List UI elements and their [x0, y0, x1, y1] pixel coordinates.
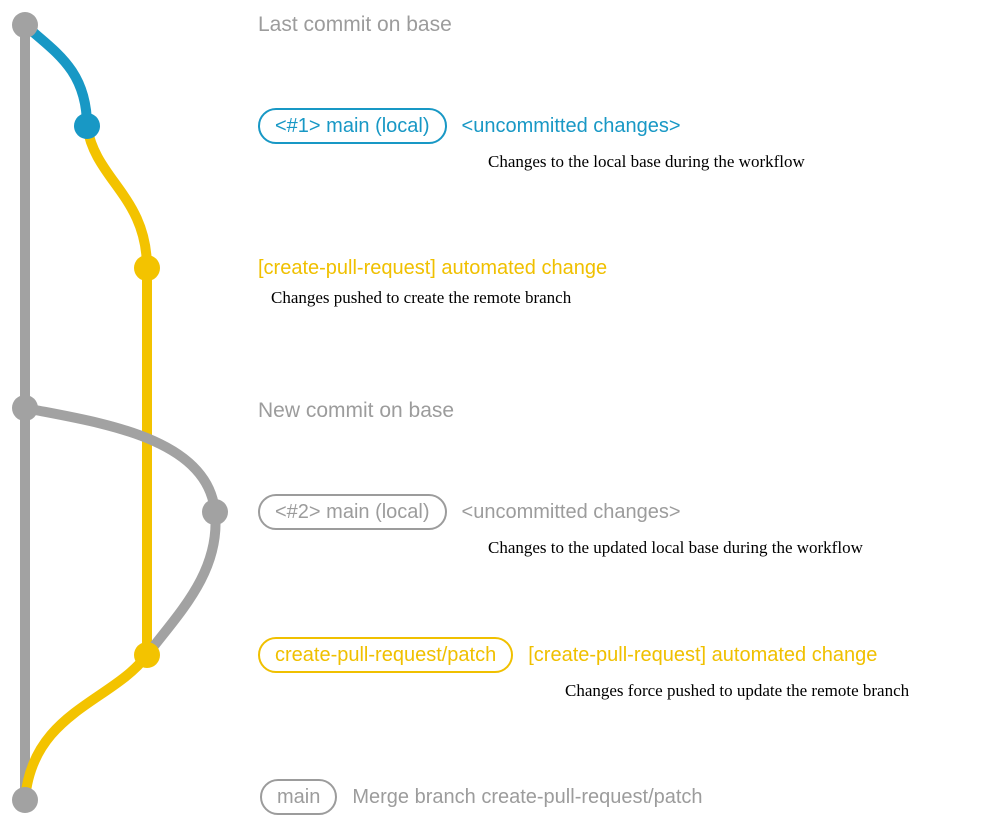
- local-branch-line-2-in: [142, 507, 221, 660]
- local-branch-line-2-out: [20, 403, 220, 517]
- caption-automated-2: Changes force pushed to update the remot…: [565, 681, 910, 700]
- row-automated-change-2: create-pull-request/patch [create-pull-r…: [258, 637, 909, 701]
- caption-local-changes-2: Changes to the updated local base during…: [488, 538, 863, 557]
- row-merge-commit: main Merge branch create-pull-request/pa…: [260, 779, 703, 815]
- row-local-changes-1: <#1> main (local) <uncommitted changes> …: [258, 108, 805, 172]
- commit-note-automated-2: [create-pull-request] automated change: [528, 644, 878, 666]
- branch-badge-main: main: [260, 779, 338, 815]
- label-new-commit-on-base: New commit on base: [258, 399, 455, 422]
- caption-local-changes-1: Changes to the local base during the wor…: [488, 152, 805, 171]
- label-last-commit-on-base: Last commit on base: [258, 13, 452, 36]
- remote-branch-curve-top: [82, 121, 152, 273]
- commit-dot-local-2: [202, 499, 228, 525]
- commit-dot-base-new: [12, 395, 38, 421]
- merge-curve-line: [20, 650, 152, 805]
- commit-dot-remote-1: [134, 255, 160, 281]
- caption-automated-1: Changes pushed to create the remote bran…: [271, 288, 572, 307]
- git-graph: [12, 12, 228, 813]
- branch-badge-main-local-2: <#2> main (local): [258, 494, 447, 530]
- commit-note-uncommitted-2: <uncommitted changes>: [461, 501, 681, 523]
- local-branch-line-1: [20, 20, 92, 131]
- commit-note-merge: Merge branch create-pull-request/patch: [352, 786, 703, 808]
- commit-dot-remote-2: [134, 642, 160, 668]
- commit-note-automated-1: [create-pull-request] automated change: [258, 257, 608, 279]
- commit-dot-merge: [12, 787, 38, 813]
- row-local-changes-2: <#2> main (local) <uncommitted changes> …: [258, 494, 863, 558]
- commit-dot-base-top: [12, 12, 38, 38]
- branch-badge-main-local-1: <#1> main (local): [258, 108, 447, 144]
- row-automated-change-1: [create-pull-request] automated change C…: [258, 256, 607, 308]
- commit-note-uncommitted-1: <uncommitted changes>: [461, 115, 681, 137]
- commit-dot-local-1: [74, 113, 100, 139]
- branch-badge-create-pull-request-patch: create-pull-request/patch: [258, 637, 514, 673]
